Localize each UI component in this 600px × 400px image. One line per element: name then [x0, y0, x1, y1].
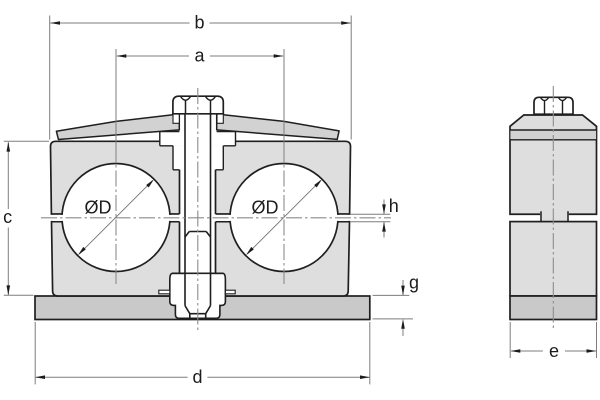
- svg-text:ØD: ØD: [252, 198, 279, 218]
- svg-text:g: g: [409, 273, 419, 293]
- svg-text:e: e: [549, 341, 559, 361]
- svg-text:b: b: [194, 12, 204, 32]
- svg-text:d: d: [192, 367, 202, 387]
- svg-text:ØD: ØD: [85, 198, 112, 218]
- svg-text:h: h: [389, 196, 399, 216]
- svg-text:a: a: [194, 45, 205, 65]
- svg-text:c: c: [3, 207, 12, 227]
